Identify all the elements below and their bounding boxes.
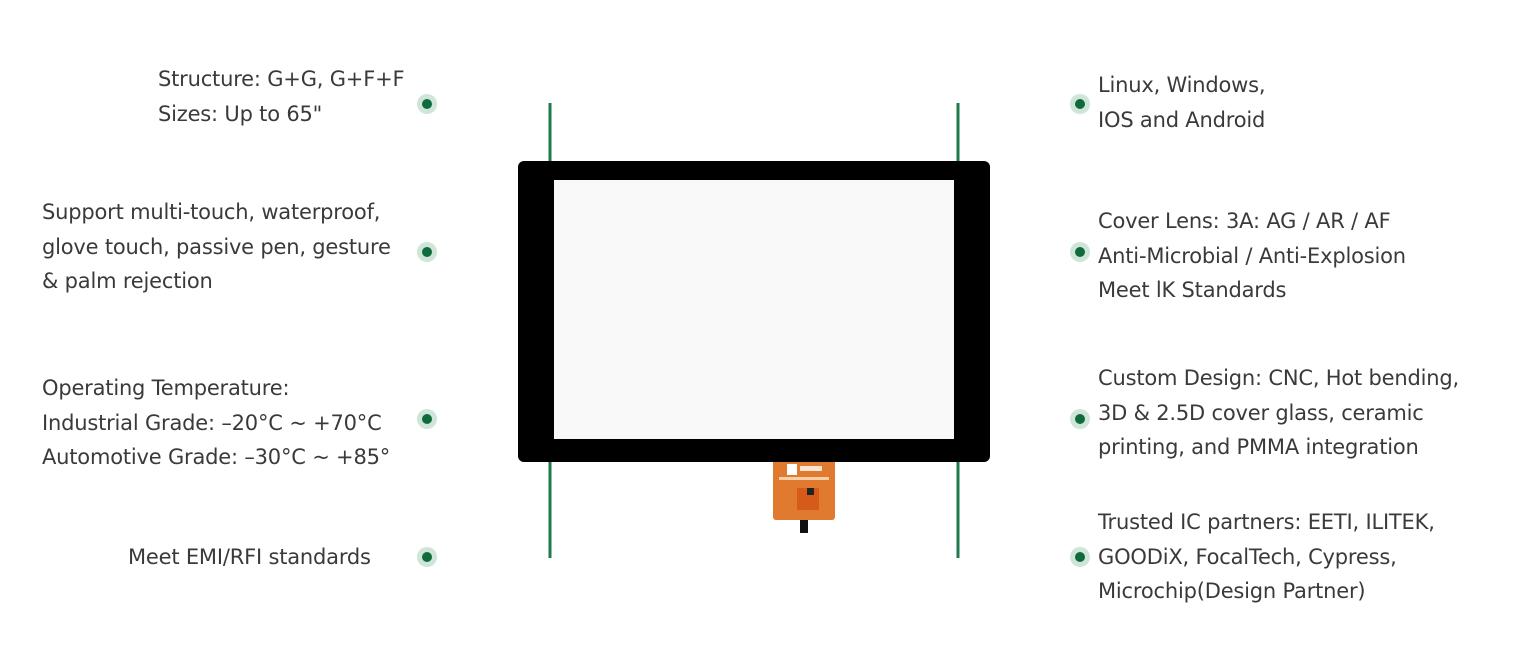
callout-line: GOODiX, FocalTech, Cypress,	[1098, 544, 1397, 569]
callout-touch-features: Support multi-touch, waterproof, glove t…	[42, 195, 391, 299]
callout-os-support: Linux, Windows, IOS and Android	[1098, 68, 1266, 137]
callout-emi-rfi: Meet EMI/RFI standards	[128, 540, 371, 575]
callout-line: IOS and Android	[1098, 107, 1266, 132]
callout-line: & palm rejection	[42, 269, 213, 293]
callout-operating-temperature: Operating Temperature: Industrial Grade:…	[42, 371, 390, 475]
callout-dot-left-2	[417, 242, 437, 262]
fpc-part-number	[779, 477, 829, 480]
callout-line: Meet lK Standards	[1098, 278, 1287, 302]
callout-structure-sizes: Structure: G+G, G+F+F Sizes: Up to 65"	[158, 62, 405, 131]
callout-line: Industrial Grade: –20°C ~ +70°C	[42, 410, 382, 435]
callout-line: Meet EMI/RFI standards	[128, 545, 371, 569]
callout-line: Support multi-touch, waterproof,	[42, 200, 381, 224]
fpc-flex-cable	[773, 462, 835, 520]
callout-line: Structure: G+G, G+F+F	[158, 67, 405, 91]
fpc-brand-mark	[800, 466, 822, 471]
callout-line: Custom Design: CNC, Hot bending,	[1098, 366, 1459, 390]
callout-line: Linux, Windows,	[1098, 73, 1266, 97]
callout-dot-left-1	[417, 94, 437, 114]
callout-cover-lens: Cover Lens: 3A: AG / AR / AF Anti-Microb…	[1098, 204, 1406, 308]
callout-line: Microchip(Design Partner)	[1098, 579, 1366, 603]
callout-line: Anti-Microbial / Anti-Explosion	[1098, 243, 1406, 268]
callout-dot-right-1	[1070, 94, 1090, 114]
brand-logo-icon	[787, 464, 797, 475]
callout-dot-left-4	[417, 547, 437, 567]
callout-line: 3D & 2.5D cover glass, ceramic	[1098, 400, 1424, 425]
callout-dot-left-3	[417, 409, 437, 429]
callout-line: Trusted IC partners: EETI, ILITEK,	[1098, 510, 1435, 534]
touch-panel	[518, 161, 990, 462]
callout-dot-right-4	[1070, 547, 1090, 567]
fpc-connector	[800, 520, 808, 533]
touch-screen-glass	[554, 180, 954, 439]
callout-line: Cover Lens: 3A: AG / AR / AF	[1098, 209, 1391, 233]
callout-line: Sizes: Up to 65"	[158, 101, 323, 126]
callout-line: glove touch, passive pen, gesture	[42, 234, 391, 259]
callout-ic-partners: Trusted IC partners: EETI, ILITEK, GOODi…	[1098, 505, 1435, 609]
callout-custom-design: Custom Design: CNC, Hot bending, 3D & 2.…	[1098, 361, 1459, 465]
controller-chip	[797, 488, 819, 510]
callout-line: printing, and PMMA integration	[1098, 435, 1419, 459]
callout-dot-right-2	[1070, 242, 1090, 262]
callout-dot-right-3	[1070, 409, 1090, 429]
callout-line: Automotive Grade: –30°C ~ +85°	[42, 445, 391, 469]
callout-line: Operating Temperature:	[42, 376, 290, 400]
